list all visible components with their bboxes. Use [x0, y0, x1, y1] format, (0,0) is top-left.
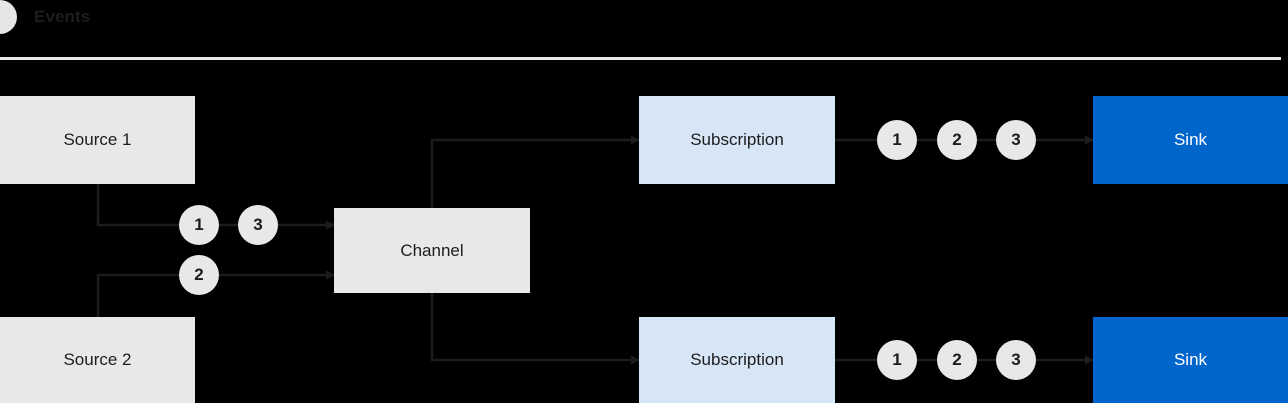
legend-label: Events — [34, 7, 91, 26]
event-token: 1 — [179, 205, 219, 245]
header-divider — [0, 57, 1281, 60]
node-sink-top[interactable]: Sink — [1093, 96, 1288, 184]
node-subscription-top[interactable]: Subscription — [639, 96, 835, 184]
event-token: 3 — [996, 340, 1036, 380]
event-token: 1 — [877, 120, 917, 160]
event-token: 2 — [179, 255, 219, 295]
node-source-2[interactable]: Source 2 — [0, 317, 195, 403]
node-sink-bottom[interactable]: Sink — [1093, 317, 1288, 403]
event-token: 3 — [996, 120, 1036, 160]
event-token: 1 — [877, 340, 917, 380]
legend: Events — [0, 0, 300, 34]
node-subscription-bottom[interactable]: Subscription — [639, 317, 835, 403]
event-token: 2 — [937, 340, 977, 380]
events-circle-icon — [0, 0, 17, 34]
event-token: 3 — [238, 205, 278, 245]
node-channel[interactable]: Channel — [334, 208, 530, 293]
node-source-1[interactable]: Source 1 — [0, 96, 195, 184]
event-token: 2 — [937, 120, 977, 160]
